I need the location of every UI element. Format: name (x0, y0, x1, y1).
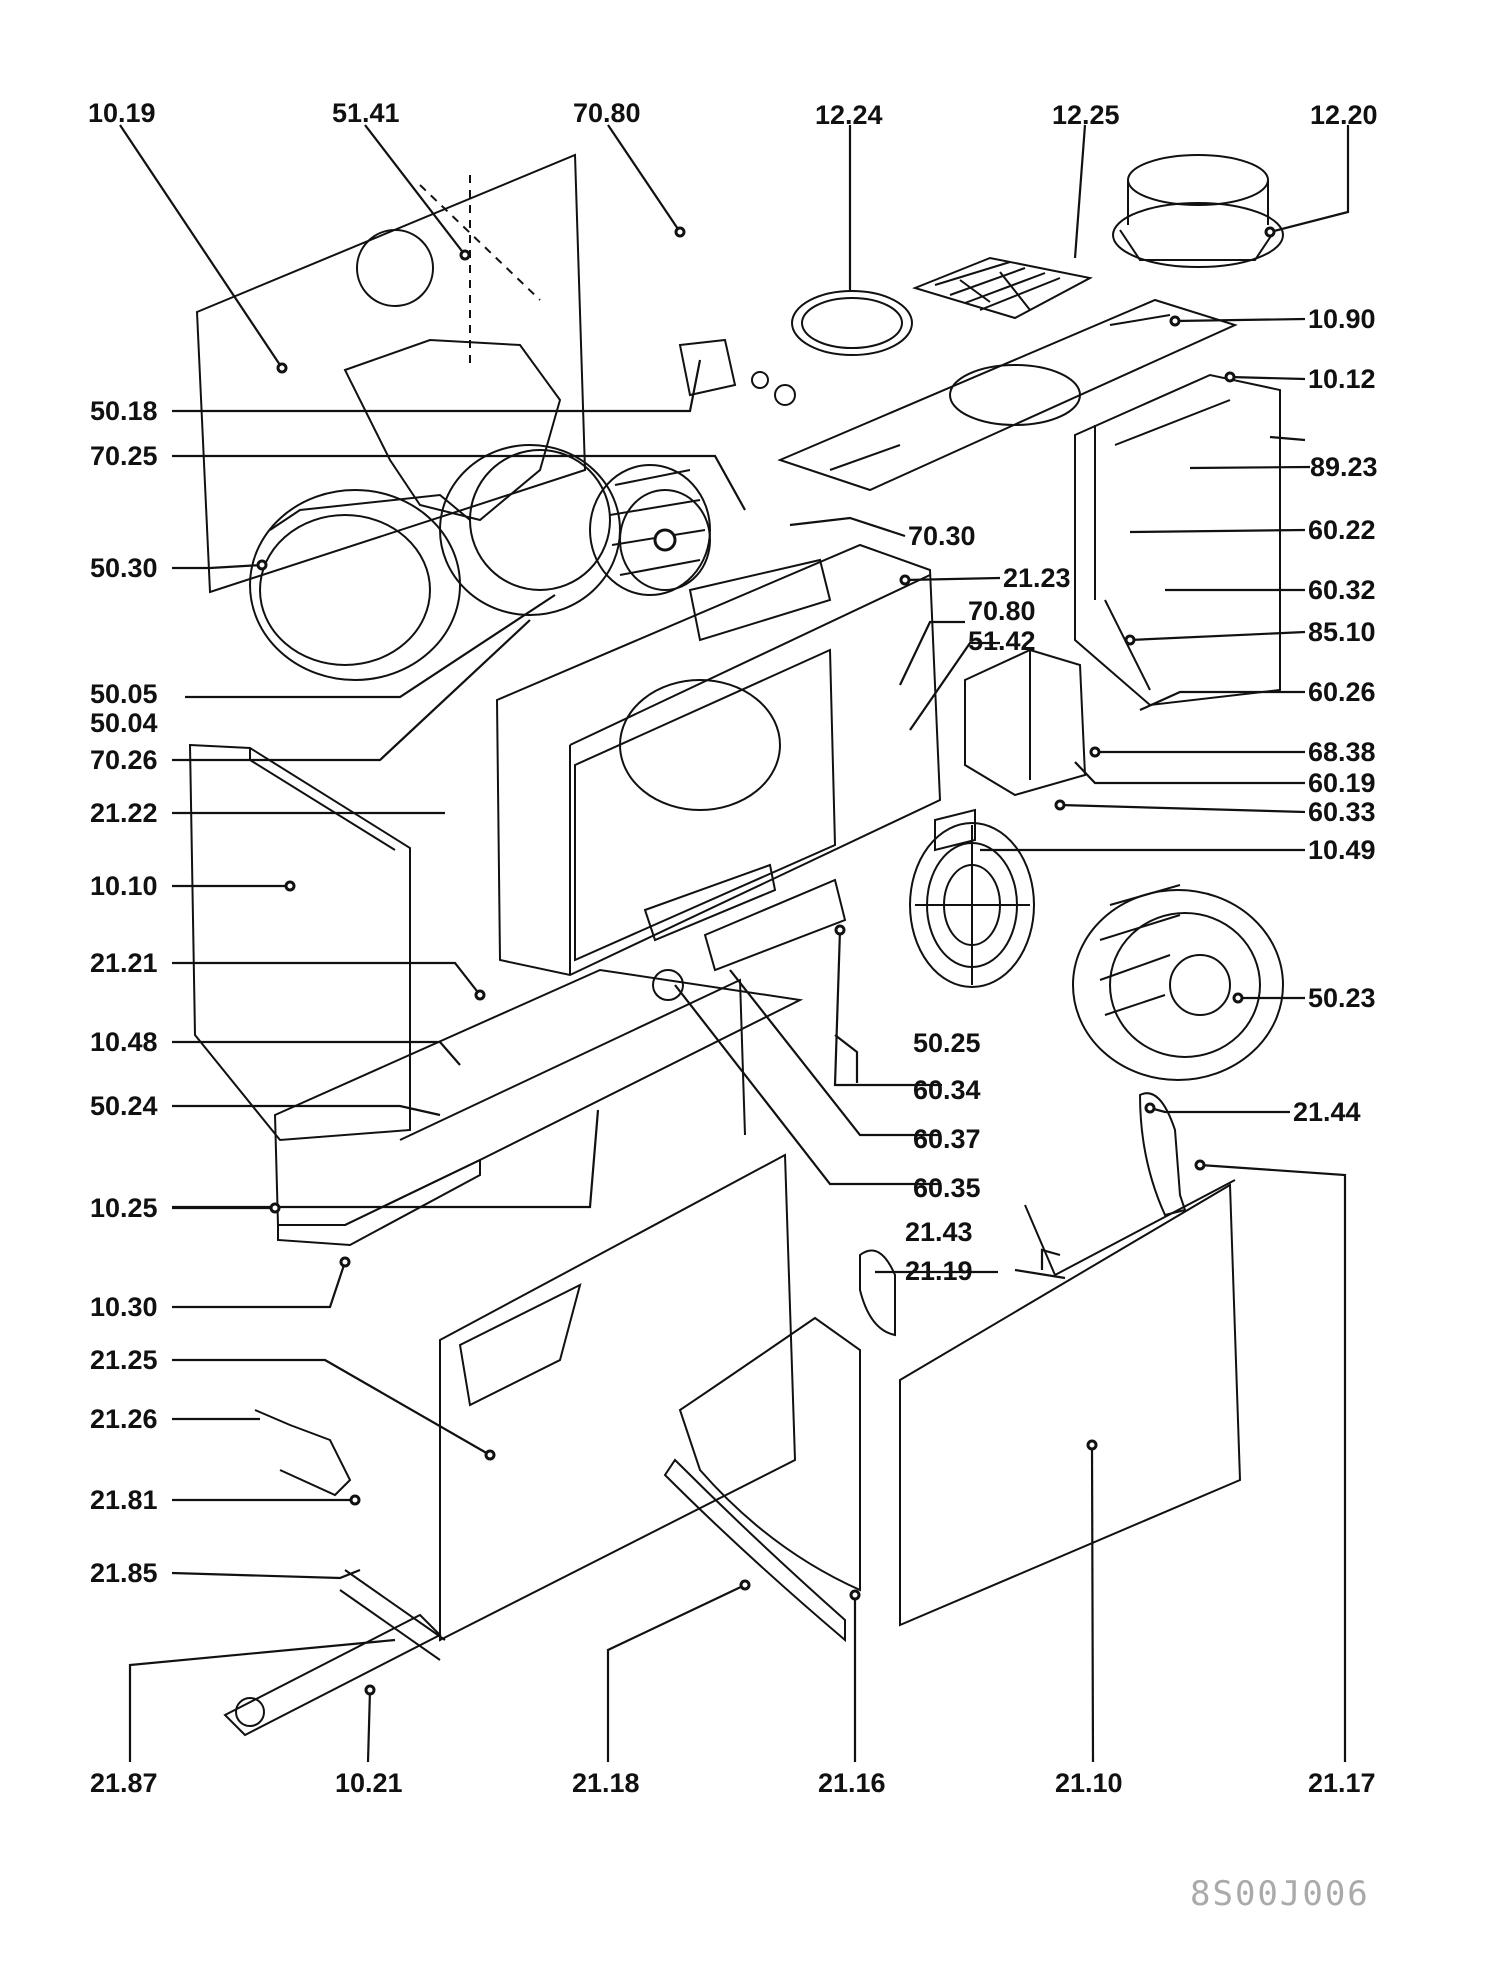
bottom-tray (223, 1569, 446, 1737)
callout-60-22: 60.22 (1308, 515, 1376, 545)
callout-50-23: 50.23 (1308, 983, 1376, 1013)
callout-21-43: 21.43 (905, 1217, 973, 1247)
callout-21-18: 21.18 (572, 1768, 640, 1798)
callout-10-30: 10.30 (90, 1292, 158, 1322)
callout-21-44: 21.44 (1293, 1097, 1361, 1127)
callout-50-18: 50.18 (90, 396, 158, 426)
top-plate (777, 298, 1238, 492)
callout-12-20: 12.20 (1310, 100, 1378, 130)
callout-21-26: 21.26 (90, 1404, 158, 1434)
impeller (589, 464, 711, 596)
callout-21-19: 21.19 (905, 1256, 973, 1286)
callout-21-87: 21.87 (90, 1768, 158, 1798)
callout-dots (256, 226, 1276, 1696)
blower-unit (1072, 884, 1284, 1081)
callout-10-49: 10.49 (1308, 835, 1376, 865)
callout-10-12: 10.12 (1308, 364, 1376, 394)
callout-50-30: 50.30 (90, 553, 158, 583)
outlet-collar (1112, 154, 1284, 268)
drawing-number: 8S00J006 (1190, 1874, 1370, 1914)
end-cap (859, 1249, 896, 1337)
callout-60-33: 60.33 (1308, 797, 1376, 827)
callout-51-42: 51.42 (968, 626, 1036, 656)
callout-70-26: 70.26 (90, 745, 158, 775)
callout-50-24: 50.24 (90, 1091, 158, 1121)
callout-50-04: 50.04 (90, 708, 158, 738)
leader-lines (119, 124, 1350, 1763)
right-panel (899, 1179, 1242, 1627)
main-cabinet (495, 543, 942, 977)
control-panel (643, 863, 847, 1001)
callout-21-17: 21.17 (1308, 1768, 1376, 1798)
callout-10-90: 10.90 (1308, 304, 1376, 334)
callout-60-37: 60.37 (913, 1124, 981, 1154)
parts-artwork (188, 153, 1284, 1737)
left-side-panel (188, 743, 411, 1142)
callout-89-23: 89.23 (1310, 452, 1378, 482)
callout-10-10: 10.10 (90, 871, 158, 901)
callout-60-26: 60.26 (1308, 677, 1376, 707)
callout-70-25: 70.25 (90, 441, 158, 471)
electronics-box (964, 648, 1087, 797)
callout-21-25: 21.25 (90, 1345, 158, 1375)
callout-21-22: 21.22 (90, 798, 158, 828)
callout-60-19: 60.19 (1308, 768, 1376, 798)
callout-12-25: 12.25 (1052, 100, 1120, 130)
callout-10-19: 10.19 (88, 98, 156, 128)
callout-21-10: 21.10 (1055, 1768, 1123, 1798)
callout-60-35: 60.35 (913, 1173, 981, 1203)
callout-70-80-mid: 70.80 (968, 596, 1036, 626)
callout-10-48: 10.48 (90, 1027, 158, 1057)
callout-21-23: 21.23 (1003, 563, 1071, 593)
side-frame (1074, 373, 1281, 707)
callout-21-81: 21.81 (90, 1485, 158, 1515)
ring (791, 290, 913, 356)
callout-70-30: 70.30 (908, 521, 976, 551)
curved-trim (663, 1316, 861, 1643)
callout-70-80-top: 70.80 (573, 98, 641, 128)
callout-21-85: 21.85 (90, 1558, 158, 1588)
back-plate (195, 153, 587, 594)
motor-grille (909, 822, 1035, 988)
callout-85-10: 85.10 (1308, 617, 1376, 647)
callout-60-32: 60.32 (1308, 575, 1376, 605)
grille (911, 256, 1093, 320)
callout-50-05: 50.05 (90, 679, 158, 709)
callout-21-16: 21.16 (818, 1768, 886, 1798)
callout-50-25: 50.25 (913, 1028, 981, 1058)
callout-labels: 10.19 51.41 70.80 12.24 12.25 12.20 10.9… (88, 98, 1378, 1798)
fan-housing (249, 338, 621, 681)
callout-21-21: 21.21 (90, 948, 158, 978)
lower-chassis (273, 968, 804, 1247)
callout-60-34: 60.34 (913, 1075, 981, 1105)
callout-10-21: 10.21 (335, 1768, 403, 1798)
callout-10-25: 10.25 (90, 1193, 158, 1223)
callout-51-41: 51.41 (332, 98, 400, 128)
callout-12-24: 12.24 (815, 100, 883, 130)
callout-68-38: 68.38 (1308, 737, 1376, 767)
front-panel (399, 978, 797, 1642)
